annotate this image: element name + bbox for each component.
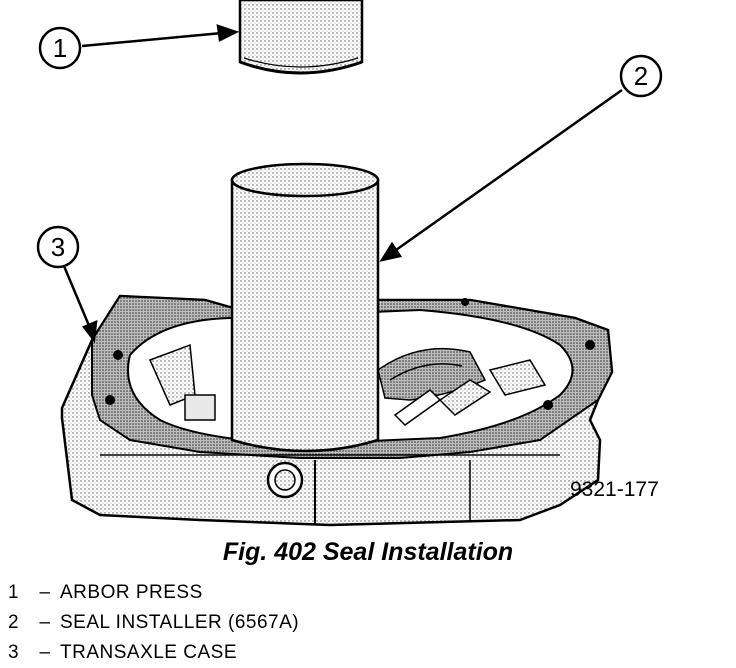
callout-2-number: 2 — [634, 61, 648, 91]
seal-installer — [230, 162, 380, 453]
legend-number: 2 — [8, 612, 20, 633]
seal-installation-illustration: 1 2 3 9321-177 — [36, 0, 663, 527]
legend-separator: – — [39, 612, 51, 633]
legend-number: 1 — [8, 582, 20, 603]
legend-text: SEAL INSTALLER (6567A) — [60, 612, 300, 633]
callout-1-number: 1 — [53, 33, 67, 63]
callout-3: 3 — [36, 225, 80, 269]
legend: 1–ARBOR PRESS 2–SEAL INSTALLER (6567A) 3… — [8, 578, 299, 668]
figure-caption: Fig. 402 Seal Installation — [222, 538, 514, 566]
callout-2: 2 — [619, 54, 663, 98]
callout-3-number: 3 — [51, 232, 65, 262]
legend-item: 3–TRANSAXLE CASE — [8, 638, 299, 668]
legend-separator: – — [39, 642, 51, 663]
legend-item: 1–ARBOR PRESS — [8, 578, 299, 608]
legend-number: 3 — [8, 642, 20, 663]
legend-text: ARBOR PRESS — [60, 582, 203, 603]
callout-leaders — [62, 24, 623, 344]
callout-1: 1 — [38, 26, 82, 70]
arbor-press-ram — [238, 0, 364, 75]
legend-item: 2–SEAL INSTALLER (6567A) — [8, 608, 299, 638]
legend-separator: – — [39, 582, 51, 603]
legend-text: TRANSAXLE CASE — [60, 642, 237, 663]
figure-code: 9321-177 — [570, 478, 659, 501]
